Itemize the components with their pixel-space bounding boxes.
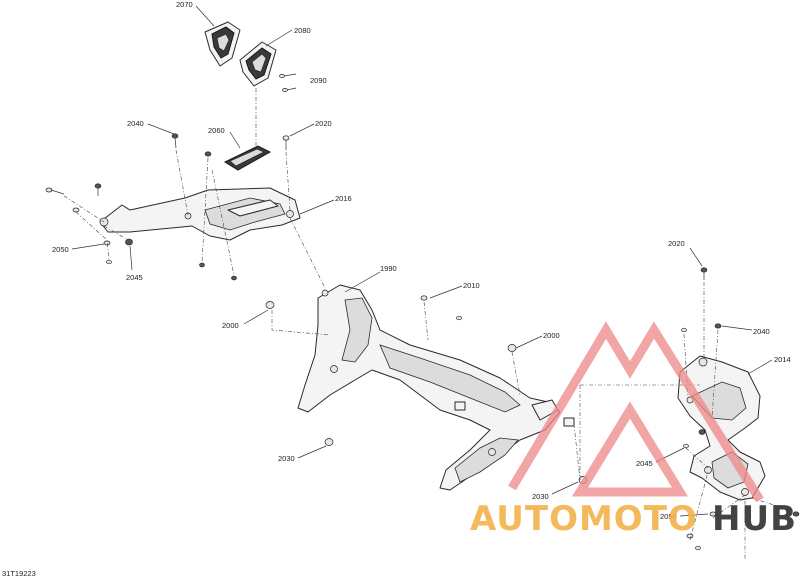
assembly-lines <box>63 88 797 560</box>
callout-2020: 2020 <box>315 119 332 128</box>
callout-1990: 1990 <box>380 264 397 273</box>
callout-leaders <box>71 5 773 517</box>
part-2014-bracket <box>677 355 766 501</box>
callout-2045-right: 2045 <box>636 459 653 468</box>
callout-2070: 2070 <box>176 0 193 9</box>
callout-2016: 2016 <box>335 194 352 203</box>
callout-2000-right: 2000 <box>543 331 560 340</box>
part-1990-frame <box>297 284 575 491</box>
part-2060-insert <box>223 145 272 171</box>
callout-2020-right: 2020 <box>668 239 685 248</box>
fasteners-left <box>45 133 290 281</box>
callout-2060: 2060 <box>208 126 225 135</box>
fasteners-middle <box>265 295 517 446</box>
callout-2040: 2040 <box>127 119 144 128</box>
watermark-text-hub: HUB <box>712 499 797 539</box>
watermark-text-automoto: AUTOMOTO <box>470 499 698 539</box>
callout-2030-right: 2030 <box>532 492 549 501</box>
callout-2030-left: 2030 <box>278 454 295 463</box>
callout-2050: 2050 <box>52 245 69 254</box>
diagram-code: 31T19223 <box>2 569 36 578</box>
part-2080-cover <box>239 41 277 87</box>
part-2016-bracket <box>99 187 301 241</box>
watermark-logo: AUTOMOTO HUB <box>470 321 797 539</box>
callout-2080: 2080 <box>294 26 311 35</box>
callout-2045: 2045 <box>126 273 143 282</box>
callout-2090: 2090 <box>310 76 327 85</box>
callout-2050-right: 2050 <box>660 512 677 521</box>
callout-2014: 2014 <box>774 355 791 364</box>
callout-2010: 2010 <box>463 281 480 290</box>
fasteners-2090 <box>279 73 297 92</box>
callout-2000-left: 2000 <box>222 321 239 330</box>
part-2070-cover <box>204 21 241 67</box>
callout-2040-right: 2040 <box>753 327 770 336</box>
